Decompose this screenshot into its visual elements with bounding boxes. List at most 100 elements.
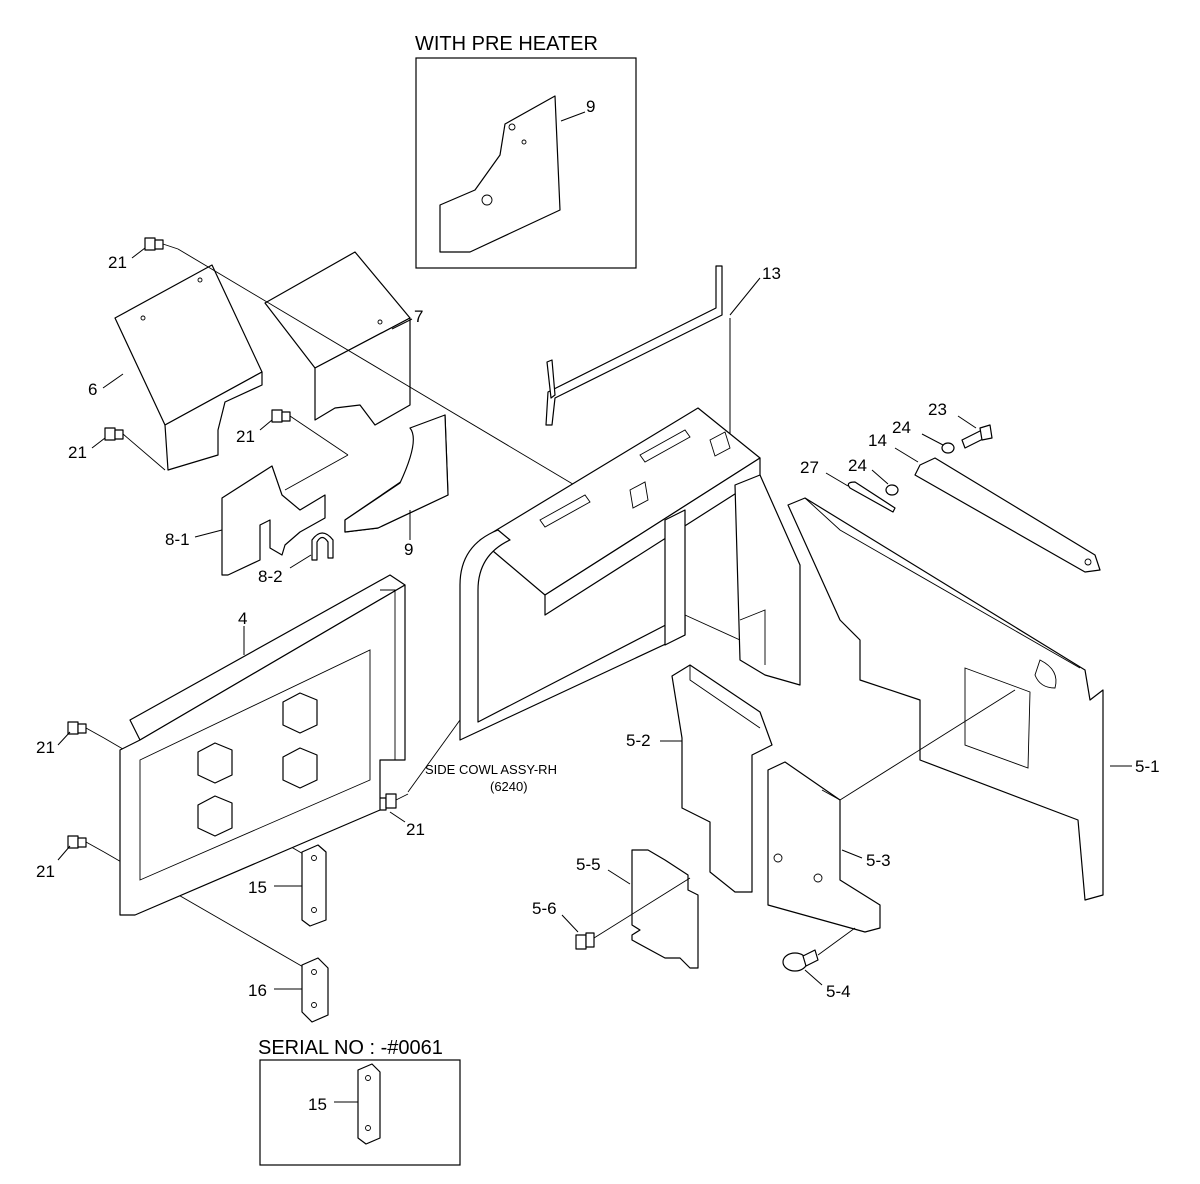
- part-15-bracket: 15: [248, 844, 327, 927]
- part-27-pin: 27: [800, 458, 896, 513]
- upright-detail: [739, 609, 766, 665]
- callout-24-a: 24: [892, 418, 911, 437]
- callout-15: 15: [248, 878, 267, 897]
- panel-5-1-window: [964, 667, 1031, 769]
- panel-6-top: [114, 264, 263, 426]
- bolt-thread: [395, 793, 409, 801]
- leader-6: [102, 373, 124, 389]
- clip-8-2: [311, 532, 334, 561]
- panel-hole: [773, 853, 783, 863]
- panel-5-1-notch: [1034, 659, 1057, 689]
- bolt-washer: [114, 429, 124, 440]
- part-9-plate-inset: [439, 95, 561, 253]
- callout-27: 27: [800, 458, 819, 477]
- bolt-head: [104, 427, 116, 441]
- bolt-washer: [154, 239, 164, 250]
- bracket-hole: [365, 1075, 371, 1081]
- screw-head: [575, 934, 587, 950]
- callout-9-inset: 9: [586, 97, 595, 116]
- bolt-head: [271, 409, 283, 423]
- part-14-rod: 14: [868, 431, 1101, 573]
- panel-4-inner-frame: [139, 649, 371, 881]
- callout-9: 9: [404, 540, 413, 559]
- leader-21-b: [91, 437, 106, 449]
- part-23-pin: 23: [928, 400, 993, 449]
- gas-strut-14: [914, 457, 1101, 573]
- bracket-hole: [311, 907, 317, 913]
- shelf-slot: [629, 481, 649, 509]
- leader-14: [894, 447, 919, 463]
- callout-21-d: 21: [36, 738, 55, 757]
- rod-13-lower: [546, 359, 556, 399]
- bolts-21: 21 21 21 21: [36, 237, 651, 969]
- pre-heater-inset: WITH PRE HEATER 9: [415, 33, 637, 269]
- panel-5-3-edge: [821, 789, 841, 801]
- frame-post: [664, 509, 686, 646]
- assembly-line: [593, 877, 691, 939]
- shelf-slot: [639, 429, 691, 463]
- part-5-6-screw: 5-6: [532, 877, 691, 950]
- frame-base-line: [684, 614, 741, 641]
- bolt-head: [144, 237, 156, 251]
- block: [197, 742, 233, 784]
- callout-5-1: 5-1: [1135, 757, 1160, 776]
- leader-24-b: [871, 469, 889, 485]
- callout-16: 16: [248, 981, 267, 1000]
- leader-21-f: [389, 811, 406, 823]
- bracket-15-inset: [357, 1063, 381, 1145]
- callout-7: 7: [414, 307, 423, 326]
- serial-inset-frame: [259, 1059, 461, 1166]
- screw-washer: [585, 932, 595, 948]
- callout-5-2: 5-2: [626, 731, 651, 750]
- bolt-washer: [281, 411, 291, 422]
- panel-hole: [140, 315, 146, 321]
- part-5-3-panel: 5-3: [767, 689, 1016, 933]
- callout-21-a: 21: [108, 253, 127, 272]
- leader-21-e: [57, 845, 71, 861]
- part-8-1-plate: 8-1: [165, 465, 326, 576]
- panel-hole: [813, 873, 823, 883]
- leader-13-a: [729, 277, 761, 316]
- panel-hole: [377, 319, 383, 325]
- part-5-5-plate: 5-5: [576, 849, 699, 969]
- bolt-thread: [162, 243, 179, 250]
- leader-7: [391, 318, 413, 330]
- bracket-hole: [365, 1125, 371, 1131]
- knob-5-4-stem: [802, 949, 819, 967]
- assembly-line: [817, 927, 856, 956]
- block: [282, 692, 318, 734]
- callout-15-inset: 15: [308, 1095, 327, 1114]
- bracket-16: [301, 957, 329, 1023]
- bracket-hole: [311, 855, 317, 861]
- leader-21-a: [131, 247, 146, 259]
- bolt-thread: [289, 415, 349, 456]
- leader-5-4: [804, 969, 823, 986]
- leader-5-6: [561, 914, 579, 933]
- callout-21-c: 21: [236, 427, 255, 446]
- leader-27: [825, 472, 849, 487]
- part-9-plate: 9: [344, 414, 449, 559]
- rod-13-upper: [545, 265, 723, 426]
- bolt-21-b: 21: [68, 427, 166, 471]
- bracket-15: [301, 844, 327, 927]
- callout-21-e: 21: [36, 862, 55, 881]
- bolt-21-f: 21: [373, 793, 425, 839]
- pre-heater-inset-frame: [415, 57, 637, 269]
- panel-4-side: [380, 589, 396, 761]
- assembly-line: [839, 689, 1016, 801]
- bolt-washer: [77, 723, 87, 734]
- serial-inset-title: SERIAL NO : -#0061: [258, 1037, 443, 1059]
- bolt-thread: [85, 841, 105, 853]
- plate-hole: [508, 123, 516, 131]
- bolt-21-c: 21: [236, 409, 349, 491]
- callout-13: 13: [762, 264, 781, 283]
- callout-14: 14: [868, 431, 887, 450]
- pre-heater-inset-title: WITH PRE HEATER: [415, 33, 598, 55]
- part-16-bracket: 16: [248, 957, 329, 1023]
- callout-8-1: 8-1: [165, 530, 190, 549]
- leader-5-3: [841, 849, 863, 859]
- serial-inset: SERIAL NO : -#0061 15: [258, 1037, 461, 1166]
- panel-4-blocks: [197, 692, 318, 837]
- callout-5-3: 5-3: [866, 851, 891, 870]
- bolt-washer: [385, 793, 397, 809]
